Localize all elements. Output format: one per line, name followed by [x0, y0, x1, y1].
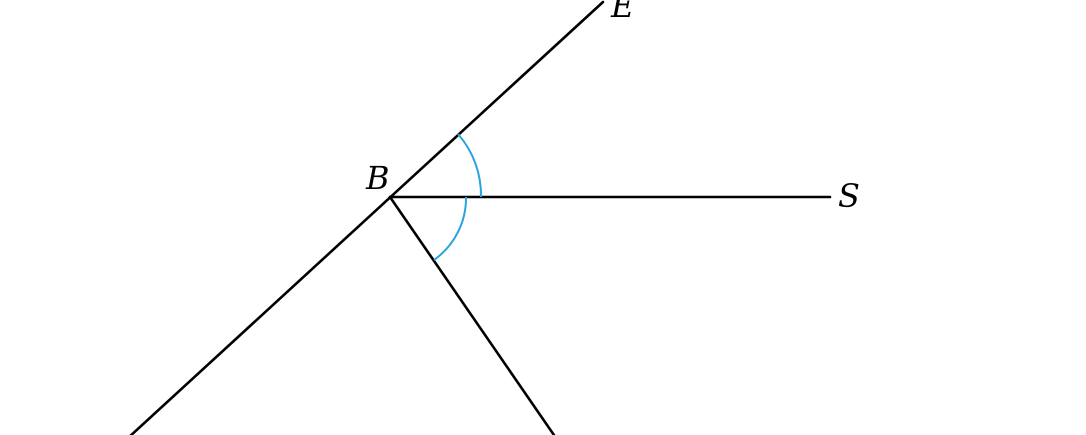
label-point-b: B: [365, 159, 390, 197]
angle-arc-s-lower: [433, 196, 468, 261]
ray-b-lower: [388, 195, 556, 435]
angle-arc-ebs: [457, 133, 483, 198]
line-be: [129, 0, 605, 435]
label-point-s: S: [838, 177, 860, 215]
label-point-e: E: [610, 0, 634, 25]
